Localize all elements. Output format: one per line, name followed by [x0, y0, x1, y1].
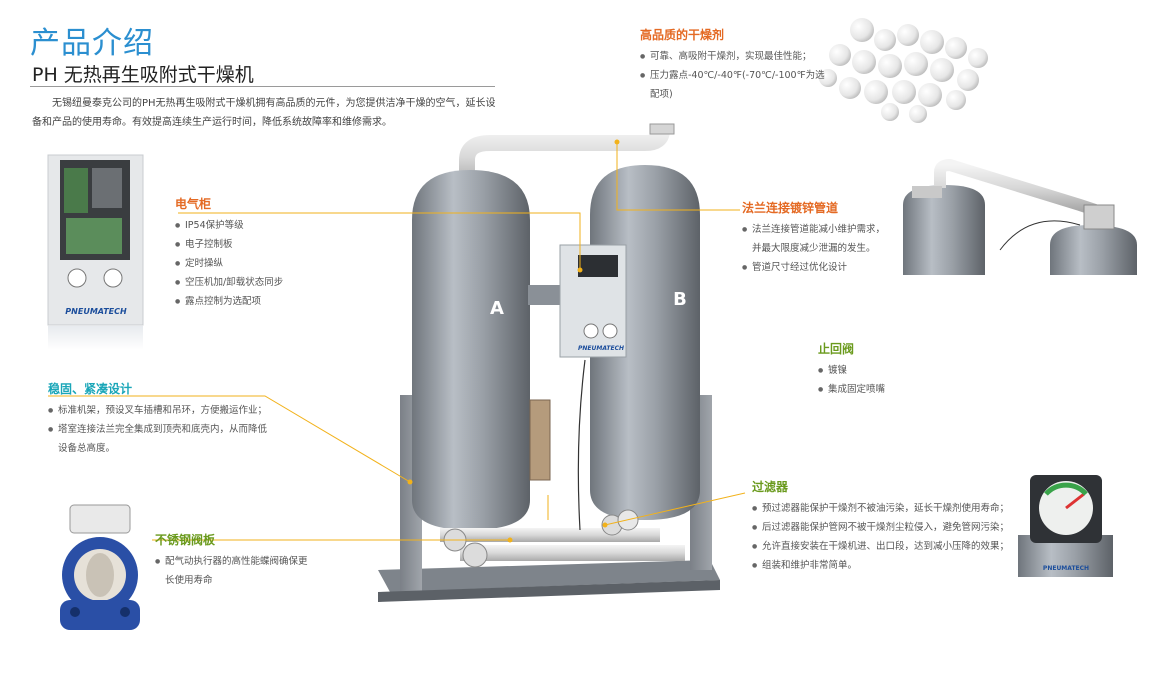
product-name: PH 无热再生吸附式干燥机: [32, 64, 254, 86]
list-item: 塔室连接法兰完全集成到顶壳和底壳内，从而降低设备总高度。: [48, 420, 273, 458]
list-item: 允许直接安装在干燥机进、出口段，达到减小压降的效果；: [752, 537, 1012, 556]
electrical-cabinet-image: PNEUMATECH: [47, 154, 144, 350]
flange-list: 法兰连接管道能减小维护需求，并最大限度减少泄漏的发生。 管道尺寸经过优化设计: [742, 220, 892, 277]
tower-a: [412, 170, 530, 530]
section-flange-pipe: 法兰连接镀锌管道 法兰连接管道能减小维护需求，并最大限度减少泄漏的发生。 管道尺…: [742, 199, 892, 277]
list-item: 组装和维护非常简单。: [752, 556, 1012, 575]
list-item: 定时操纵: [175, 254, 375, 273]
tower-b-label: B: [673, 289, 687, 310]
design-title: 稳固、紧凑设计: [48, 382, 133, 396]
list-item: 露点控制为选配项: [175, 292, 375, 311]
desiccant-beads-image: [819, 18, 988, 123]
cabinet-title: 电气柜: [175, 197, 212, 211]
section-desiccant: 高品质的干燥剂 可靠、高吸附干燥剂，实现最佳性能； 压力露点-40℃/-40℉(…: [640, 26, 830, 104]
controller-brand-label: PNEUMATECH: [578, 345, 624, 352]
dryer-machine: A B PNEUMATECH: [378, 123, 720, 602]
list-item: 空压机加/卸载状态同步: [175, 273, 375, 292]
list-item: 标准机架，预设叉车插槽和吊环，方便搬运作业；: [48, 401, 273, 420]
cabinet-brand-label: PNEUMATECH: [65, 307, 127, 316]
list-item: 集成固定喷嘴: [818, 380, 958, 399]
list-item: 镀镍: [818, 361, 958, 380]
list-item: 预过滤器能保护干燥剂不被油污染，延长干燥剂使用寿命；: [752, 499, 1012, 518]
cabinet-list: IP54保护等级 电子控制板 定时操纵 空压机加/卸载状态同步 露点控制为选配项: [175, 216, 375, 311]
valve-plate-list: 配气动执行器的高性能蝶阀确保更长使用寿命: [155, 552, 315, 590]
flange-pipe-image: [903, 158, 1137, 275]
check-valve-title: 止回阀: [818, 342, 855, 356]
title-divider: [30, 86, 495, 87]
page-title: 产品介绍: [30, 26, 154, 61]
filter-brand-label: PNEUMATECH: [1043, 565, 1089, 572]
list-item: 后过滤器能保护管网不被干燥剂尘粒侵入，避免管网污染；: [752, 518, 1012, 537]
check-valve-list: 镀镍 集成固定喷嘴: [818, 361, 958, 399]
list-item: 压力露点-40℃/-40℉(-70℃/-100℉为选配项): [640, 66, 830, 104]
list-item: 配气动执行器的高性能蝶阀确保更长使用寿命: [155, 552, 315, 590]
list-item: IP54保护等级: [175, 216, 375, 235]
desiccant-list: 可靠、高吸附干燥剂，实现最佳性能； 压力露点-40℃/-40℉(-70℃/-10…: [640, 47, 830, 104]
filter-list: 预过滤器能保护干燥剂不被油污染，延长干燥剂使用寿命； 后过滤器能保护管网不被干燥…: [752, 499, 1012, 575]
design-list: 标准机架，预设叉车插槽和吊环，方便搬运作业； 塔室连接法兰完全集成到顶壳和底壳内…: [48, 401, 273, 458]
filter-title: 过滤器: [752, 480, 789, 494]
intro-paragraph: 无锡纽曼泰克公司的PH无热再生吸附式干燥机拥有高品质的元件，为您提供洁净干燥的空…: [32, 98, 496, 128]
section-valve-plate: 不锈钢阀板 配气动执行器的高性能蝶阀确保更长使用寿命: [155, 531, 315, 590]
section-electrical-cabinet: 电气柜 IP54保护等级 电子控制板 定时操纵 空压机加/卸载状态同步 露点控制…: [175, 195, 375, 311]
section-filter: 过滤器 预过滤器能保护干燥剂不被油污染，延长干燥剂使用寿命； 后过滤器能保护管网…: [752, 478, 1012, 575]
section-check-valve: 止回阀 镀镍 集成固定喷嘴: [818, 340, 958, 399]
list-item: 法兰连接管道能减小维护需求，并最大限度减少泄漏的发生。: [742, 220, 892, 258]
list-item: 可靠、高吸附干燥剂，实现最佳性能；: [640, 47, 830, 66]
filter-image: PNEUMATECH: [1018, 475, 1113, 577]
leader-lines: [48, 139, 746, 543]
list-item: 电子控制板: [175, 235, 375, 254]
desiccant-title: 高品质的干燥剂: [640, 28, 725, 42]
section-compact-design: 稳固、紧凑设计 标准机架，预设叉车插槽和吊环，方便搬运作业； 塔室连接法兰完全集…: [48, 380, 273, 458]
valve-plate-title: 不锈钢阀板: [155, 533, 216, 547]
tower-a-label: A: [490, 298, 504, 319]
butterfly-valve-image: [60, 504, 140, 630]
flange-title: 法兰连接镀锌管道: [742, 201, 839, 215]
list-item: 管道尺寸经过优化设计: [742, 258, 892, 277]
